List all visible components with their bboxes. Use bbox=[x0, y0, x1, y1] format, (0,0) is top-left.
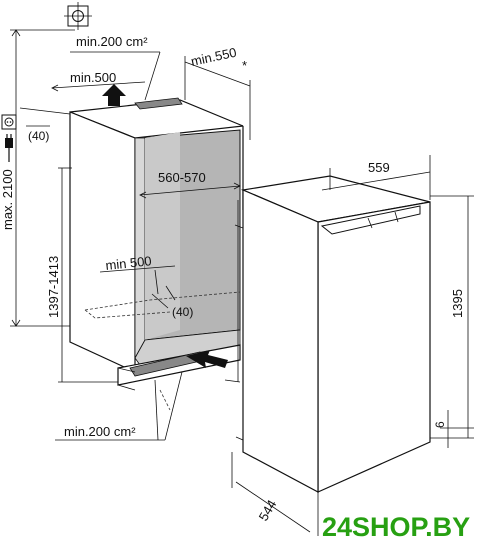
niche-width-label: 560-570 bbox=[158, 170, 206, 185]
asterisk-mark: * bbox=[242, 58, 247, 73]
airflow-arrow-bottom bbox=[186, 350, 228, 368]
vent-bottom-label: min.200 cm² bbox=[64, 424, 136, 439]
plinth-label: 6 bbox=[433, 421, 447, 428]
socket-offset-label: (40) bbox=[28, 129, 49, 143]
appliance bbox=[234, 175, 431, 493]
appliance-depth-label: 544 bbox=[256, 497, 280, 523]
brand-watermark: 24SHOP.BY bbox=[322, 512, 470, 542]
vent-top-label: min.200 cm² bbox=[76, 34, 148, 49]
dimension-lines bbox=[10, 29, 474, 536]
socket-offset-bottom-label: (40) bbox=[172, 305, 193, 319]
appliance-width-label: 559 bbox=[368, 160, 390, 175]
socket-icon bbox=[1, 114, 17, 130]
depth-top-label: min.550 bbox=[190, 45, 238, 69]
niche-height-label: 1397-1413 bbox=[46, 256, 61, 318]
airflow-arrow-top bbox=[102, 84, 126, 106]
water-connection-icon bbox=[64, 2, 92, 30]
depth-top-vent-label: min.500 bbox=[70, 70, 116, 85]
niche-cabinet bbox=[69, 97, 244, 391]
appliance-height-label: 1395 bbox=[450, 289, 465, 318]
max-height-label: max. 2100 bbox=[0, 169, 15, 230]
depth-bottom-label: min 500 bbox=[105, 253, 153, 273]
plug-icon bbox=[5, 134, 13, 162]
